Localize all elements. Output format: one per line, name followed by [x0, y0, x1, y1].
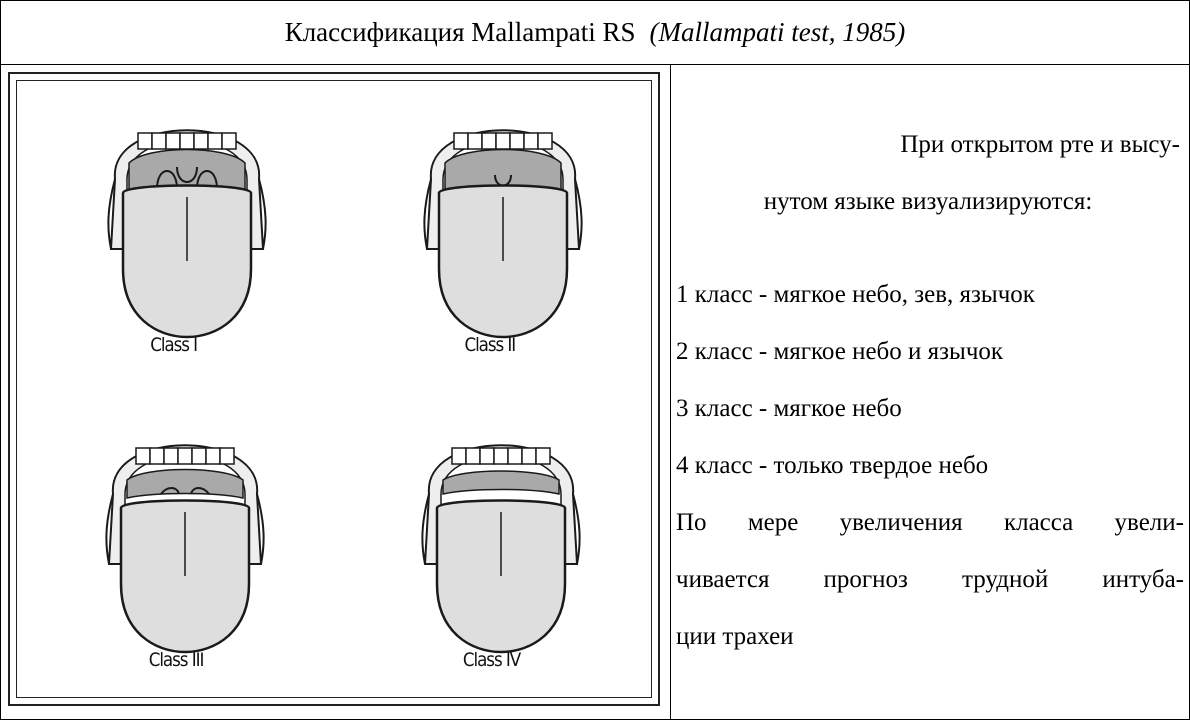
tooth — [192, 448, 206, 464]
tooth — [206, 448, 220, 464]
tooth — [194, 133, 208, 149]
tooth — [452, 448, 466, 464]
tooth — [220, 448, 234, 464]
table-title: Классификация Mallampati RS (Mallampati … — [0, 0, 1190, 64]
class-2-label: Class II — [464, 334, 515, 356]
tooth — [222, 133, 236, 149]
class-3-description: 3 класс - мягкое небо — [676, 395, 902, 423]
uvula — [495, 175, 511, 186]
tooth — [166, 133, 180, 149]
tooth — [524, 133, 538, 149]
tooth — [538, 133, 552, 149]
title-text: Классификация Mallampati RS — [285, 17, 636, 48]
tooth — [510, 133, 524, 149]
tooth — [180, 133, 194, 149]
tooth — [536, 448, 550, 464]
class-1-description: 1 класс - мягкое небо, зев, язычок — [676, 281, 1035, 309]
class-4-description: 4 класс - только твердое небо — [676, 452, 988, 480]
figure-cell: Class I Class II Class III Class IV — [8, 72, 663, 712]
class-4-label: Class IV — [463, 649, 520, 671]
tooth — [136, 448, 150, 464]
class-2-description: 2 класс - мягкое небо и язычок — [676, 338, 1003, 366]
mallampati-illustration — [17, 81, 651, 697]
intro-paragraph: При открытом рте и высу- нутом языке виз… — [676, 116, 1180, 230]
class-1-label: Class I — [150, 334, 197, 356]
tooth — [150, 448, 164, 464]
figure-frame: Class I Class II Class III Class IV — [8, 72, 660, 706]
tooth — [522, 448, 536, 464]
mouth-panel-2 — [424, 130, 581, 337]
tooth — [208, 133, 222, 149]
tooth — [152, 133, 166, 149]
title-citation: (Mallampati test, 1985) — [650, 17, 906, 48]
tooth — [508, 448, 522, 464]
class-3-label: Class III — [149, 649, 204, 671]
description-cell: При открытом рте и высу- нутом языке виз… — [676, 64, 1190, 720]
tooth — [466, 448, 480, 464]
note-line-1: По мере увеличения класса увели- — [676, 509, 1184, 537]
figure-inner-frame: Class I Class II Class III Class IV — [16, 80, 652, 698]
intro-line-1: При открытом рте и высу- — [676, 116, 1180, 173]
tooth — [454, 133, 468, 149]
tooth — [496, 133, 510, 149]
note-line-3: ции трахеи — [676, 623, 1184, 651]
mouth-panel-1 — [108, 130, 265, 337]
mouth-panel-4 — [422, 445, 579, 652]
tooth — [468, 133, 482, 149]
note-line-2: чивается прогноз трудной интуба- — [676, 566, 1184, 594]
mouth-panel-3 — [106, 445, 263, 652]
tooth — [482, 133, 496, 149]
tooth — [494, 448, 508, 464]
tooth — [138, 133, 152, 149]
intro-line-2: нутом языке визуализируются: — [676, 173, 1180, 230]
palate — [127, 470, 243, 499]
tooth — [480, 448, 494, 464]
tooth — [164, 448, 178, 464]
tooth — [178, 448, 192, 464]
column-divider — [670, 64, 671, 720]
